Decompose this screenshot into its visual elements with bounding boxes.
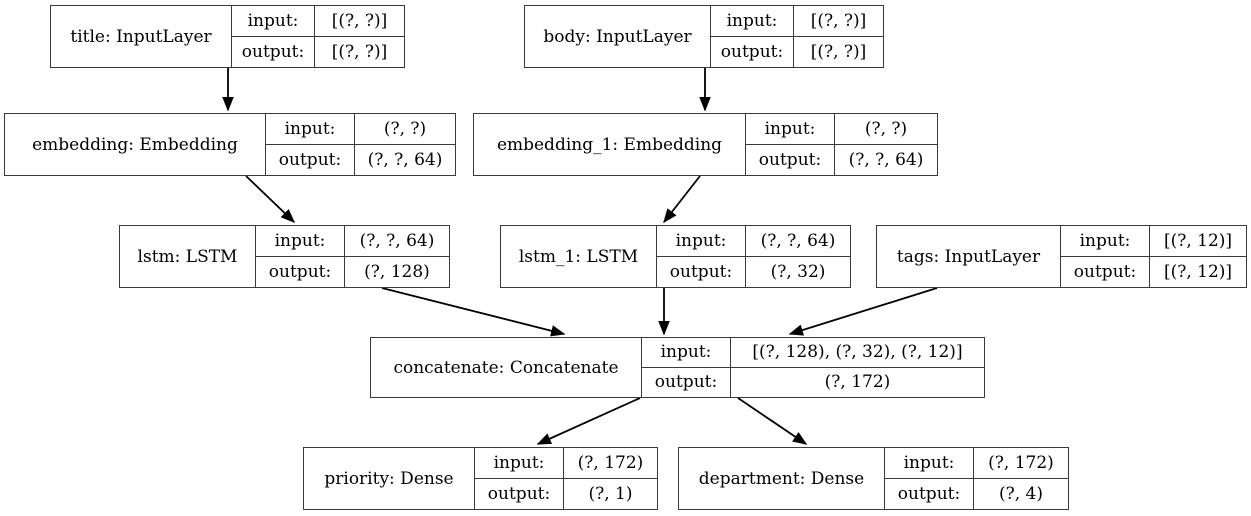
node-input-row-tags: input: [(?, 12)]: [1061, 226, 1246, 257]
node-label-embedding: embedding: Embedding: [32, 134, 238, 155]
input-shape-embedding_1: (?, ?): [834, 114, 937, 144]
node-label-body: body: InputLayer: [543, 26, 692, 47]
edge-concatenate-to-department: [737, 397, 808, 445]
input-shape-concatenate: [(?, 128), (?, 32), (?, 12)]: [730, 338, 984, 367]
node-output-row-lstm_1: output: (?, 32): [657, 256, 850, 287]
edge-tags-to-concatenate: [788, 287, 938, 336]
input-label-title: input:: [247, 10, 299, 31]
node-input-row-lstm: input: (?, ?, 64): [256, 226, 449, 257]
node-output-row-priority: output: (?, 1): [475, 478, 657, 509]
node-input-row-body: input: [(?, ?)]: [711, 6, 883, 37]
input-label-tags: input:: [1079, 230, 1131, 251]
output-label-embedding_1: output:: [758, 149, 822, 170]
node-output-row-embedding: output: (?, ?, 64): [266, 144, 455, 175]
output-shape-tags: [(?, 12)]: [1149, 256, 1246, 287]
input-label-department: input:: [903, 452, 955, 473]
node-label-concatenate: concatenate: Concatenate: [393, 357, 619, 378]
output-label-title: output:: [241, 41, 305, 62]
edge-concatenate-to-priority: [536, 397, 641, 445]
input-label-lstm_1: input:: [675, 230, 727, 251]
input-label-embedding_1: input:: [764, 118, 816, 139]
graph-node-department[interactable]: department: Dense input: (?, 172) output: (?…: [678, 447, 1069, 510]
graph-node-body[interactable]: body: InputLayer input: [(?, ?)] output: [(?…: [524, 5, 884, 68]
output-shape-embedding_1: (?, ?, 64): [834, 144, 937, 175]
graph-node-priority[interactable]: priority: Dense input: (?, 172) output: (?, …: [303, 447, 658, 510]
node-label-title: title: InputLayer: [70, 26, 212, 47]
output-shape-lstm_1: (?, 32): [745, 256, 850, 287]
graph-node-embedding[interactable]: embedding: Embedding input: (?, ?) output: (…: [4, 113, 456, 176]
node-label-priority: priority: Dense: [324, 468, 454, 489]
output-shape-concatenate: (?, 172): [730, 367, 984, 397]
node-output-row-title: output: [(?, ?)]: [232, 36, 404, 67]
node-output-row-body: output: [(?, ?)]: [711, 36, 883, 67]
node-io-table-title: input: [(?, ?)] output: [(?, ?)]: [231, 6, 404, 67]
node-output-row-tags: output: [(?, 12)]: [1061, 256, 1246, 287]
output-label-concatenate: output:: [654, 372, 718, 393]
output-shape-priority: (?, 1): [563, 478, 657, 509]
input-label-lstm: input:: [274, 230, 326, 251]
input-shape-department: (?, 172): [973, 448, 1068, 478]
graph-node-tags[interactable]: tags: InputLayer input: [(?, 12)] output: [(…: [876, 225, 1247, 288]
node-io-table-concatenate: input:[(?, 128), (?, 32), (?, 12)]output…: [641, 338, 984, 397]
node-input-row-embedding: input: (?, ?): [266, 114, 455, 145]
node-input-row-priority: input: (?, 172): [475, 448, 657, 479]
input-shape-priority: (?, 172): [563, 448, 657, 478]
node-label-lstm: lstm: LSTM: [137, 246, 238, 267]
input-shape-body: [(?, ?)]: [793, 6, 883, 36]
node-io-table-embedding: input: (?, ?) output: (?, ?, 64): [265, 114, 455, 175]
node-io-table-priority: input: (?, 172) output: (?, 1): [474, 448, 657, 509]
output-shape-department: (?, 4): [973, 478, 1068, 509]
node-io-table-department: input: (?, 172) output: (?, 4): [884, 448, 1068, 509]
output-label-priority: output:: [487, 483, 551, 504]
output-shape-title: [(?, ?)]: [314, 36, 404, 67]
input-label-concatenate: input:: [660, 342, 712, 363]
input-shape-lstm: (?, ?, 64): [344, 226, 449, 256]
edge-embedding-to-lstm: [245, 175, 296, 223]
input-shape-tags: [(?, 12)]: [1149, 226, 1246, 256]
input-shape-embedding: (?, ?): [354, 114, 455, 144]
graph-node-lstm[interactable]: lstm: LSTM input: (?, ?, 64) output: (?, 128…: [119, 225, 450, 288]
graph-node-concatenate[interactable]: concatenate: Concatenate input: [(?, 128),…: [370, 337, 985, 398]
node-label-embedding_1: embedding_1: Embedding: [496, 134, 723, 155]
input-shape-lstm_1: (?, ?, 64): [745, 226, 850, 256]
output-label-department: output:: [897, 483, 961, 504]
node-io-table-tags: input: [(?, 12)] output: [(?, 12)]: [1060, 226, 1246, 287]
node-label-department: department: Dense: [698, 468, 865, 489]
edge-embedding_1-to-lstm_1: [663, 175, 701, 224]
output-label-embedding: output:: [278, 149, 342, 170]
node-input-row-concatenate: input: [(?, 128), (?, 32), (?, 12)]: [642, 338, 984, 368]
node-io-table-body: input: [(?, ?)] output: [(?, ?)]: [710, 6, 883, 67]
output-shape-embedding: (?, ?, 64): [354, 144, 455, 175]
node-io-table-lstm: input: (?, ?, 64) output: (?, 128): [255, 226, 449, 287]
output-shape-lstm: (?, 128): [344, 256, 449, 287]
node-label-tags: tags: InputLayer: [896, 246, 1041, 267]
node-output-row-embedding_1: output: (?, ?, 64): [746, 144, 937, 175]
output-shape-body: [(?, ?)]: [793, 36, 883, 67]
node-input-row-title: input: [(?, ?)]: [232, 6, 404, 37]
input-label-body: input:: [726, 10, 778, 31]
node-io-table-lstm_1: input: (?, ?, 64) output: (?, 32): [656, 226, 850, 287]
node-output-row-lstm: output: (?, 128): [256, 256, 449, 287]
output-label-tags: output:: [1073, 261, 1137, 282]
graph-node-title[interactable]: title: InputLayer input: [(?, ?)] output: [(…: [50, 5, 405, 68]
edge-lstm-to-concatenate: [381, 287, 566, 337]
node-label-lstm_1: lstm_1: LSTM: [518, 246, 639, 267]
node-io-table-embedding_1: input: (?, ?) output: (?, ?, 64): [745, 114, 937, 175]
input-label-priority: input:: [493, 452, 545, 473]
node-input-row-lstm_1: input: (?, ?, 64): [657, 226, 850, 257]
node-input-row-embedding_1: input: (?, ?): [746, 114, 937, 145]
input-label-embedding: input:: [284, 118, 336, 139]
node-input-row-department: input: (?, 172): [885, 448, 1068, 479]
output-label-lstm_1: output:: [669, 261, 733, 282]
input-shape-title: [(?, ?)]: [314, 6, 404, 36]
output-label-body: output:: [720, 41, 784, 62]
node-output-row-concatenate: output: (?, 172): [642, 367, 984, 397]
graph-node-lstm_1[interactable]: lstm_1: LSTM input: (?, ?, 64) output: (?, 3…: [500, 225, 851, 288]
node-output-row-department: output: (?, 4): [885, 478, 1068, 509]
output-label-lstm: output:: [268, 261, 332, 282]
